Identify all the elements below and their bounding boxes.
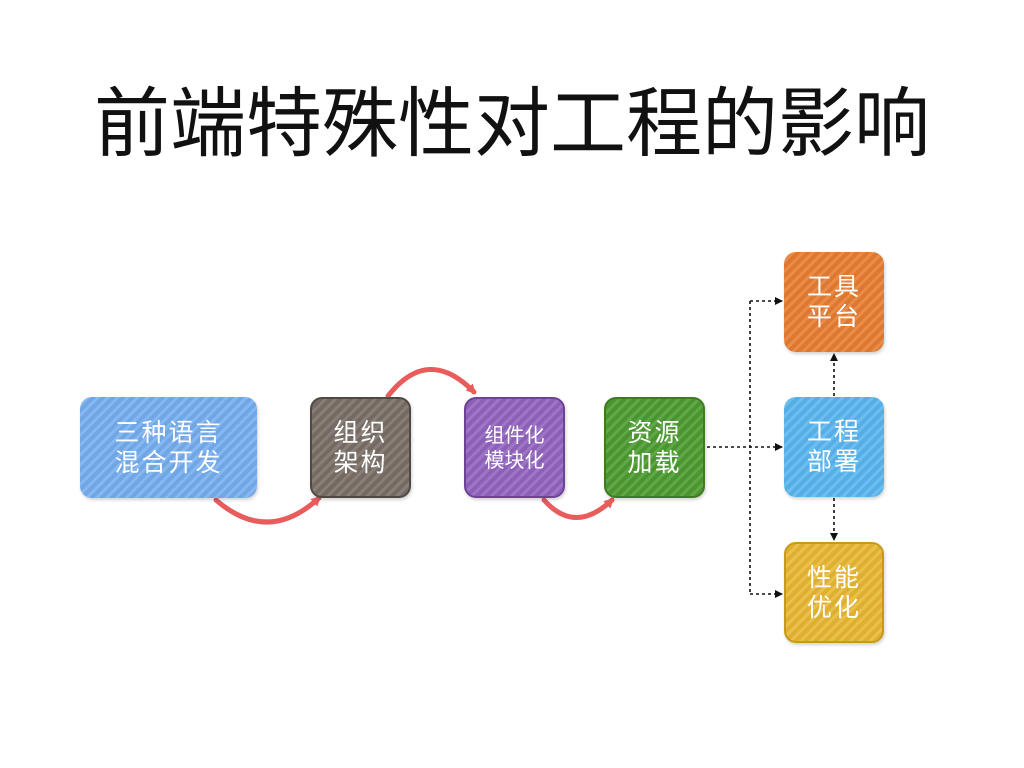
slide-title: 前端特殊性对工程的影响 [94,79,930,168]
curve-arrow-lang-to-org [213,495,322,525]
node-performance-optimization-line1: 性能 [806,562,861,592]
node-org-architecture-line2: 架构 [333,447,388,477]
node-mixed-language-dev-line2: 混合开发 [114,447,223,477]
node-resource-loading-line2: 加载 [627,447,682,477]
node-org-architecture-line1: 组织 [333,417,388,447]
curve-arrow-comp-to-res [541,497,615,520]
node-tool-platform-line1: 工具 [806,272,861,301]
node-mixed-language-dev-line1: 三种语言 [114,417,223,447]
node-tool-platform[interactable]: 工具 平台 [784,252,884,352]
node-engineering-deploy-line1: 工程 [806,417,861,446]
node-resource-loading[interactable]: 资源 加载 [604,397,705,498]
node-componentization-line1: 组件化 [484,422,545,447]
node-engineering-deploy-line2: 部署 [806,447,861,476]
node-resource-loading-line1: 资源 [627,417,682,447]
curve-arrow-org-to-comp [385,367,477,399]
node-componentization-line2: 模块化 [484,447,545,472]
node-org-architecture[interactable]: 组织 架构 [310,397,411,498]
node-componentization[interactable]: 组件化 模块化 [464,397,565,498]
node-performance-optimization-line2: 优化 [806,592,861,622]
node-mixed-language-dev[interactable]: 三种语言 混合开发 [80,397,257,498]
node-tool-platform-line2: 平台 [806,302,861,331]
node-engineering-deploy[interactable]: 工程 部署 [784,397,884,497]
node-performance-optimization[interactable]: 性能 优化 [784,542,884,643]
